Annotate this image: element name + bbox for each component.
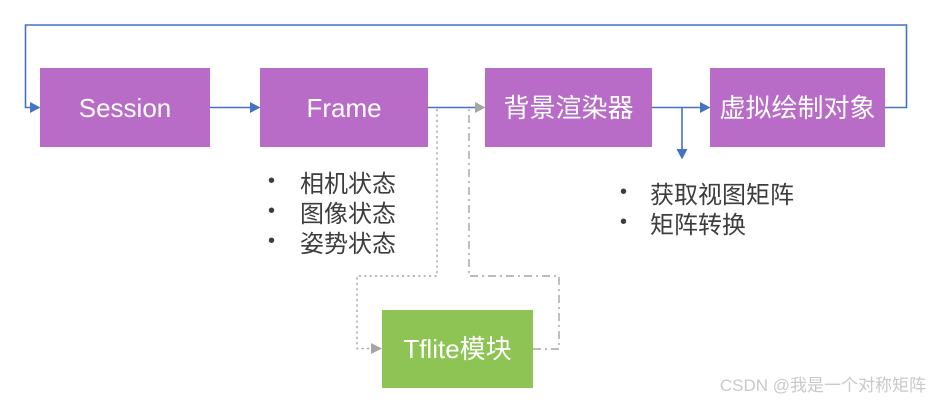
bullet-icon xyxy=(268,170,300,193)
node-tflite-module-label: Tflite模块 xyxy=(403,334,512,364)
bullet-icon xyxy=(620,181,650,204)
bullet-icon xyxy=(268,230,300,253)
feedback-loop-connector xyxy=(24,24,908,109)
node-tflite-module: Tflite模块 xyxy=(382,310,533,388)
list-item-label: 获取视图矩阵 xyxy=(650,181,794,209)
node-session-label: Session xyxy=(78,92,172,123)
list-item-label: 相机状态 xyxy=(300,170,396,198)
node-background-renderer: 背景渲染器 xyxy=(485,68,652,147)
list-item: 相机状态 xyxy=(268,166,396,198)
arrowhead-into-frame-icon xyxy=(250,102,261,113)
arrowhead-into-session-icon xyxy=(30,102,41,113)
list-item-label: 图像状态 xyxy=(300,200,396,228)
arrowhead-into-virtual-icon xyxy=(700,102,711,113)
arrowhead-into-renderer-icon xyxy=(475,102,486,113)
list-item: 图像状态 xyxy=(268,196,396,228)
node-virtual-draw-object-label: 虚拟绘制对象 xyxy=(719,92,876,123)
node-background-renderer-label: 背景渲染器 xyxy=(503,92,634,123)
bullet-icon xyxy=(268,200,300,223)
virtual-object-steps-list: 获取视图矩阵 矩阵转换 xyxy=(620,177,794,239)
arrowhead-into-tflite-icon xyxy=(371,343,382,354)
frame-states-list: 相机状态 图像状态 姿势状态 xyxy=(268,166,396,258)
node-session: Session xyxy=(40,68,210,147)
watermark: CSDN @我是一个对称矩阵 xyxy=(719,376,926,395)
list-item-label: 姿势状态 xyxy=(300,230,396,258)
list-item-label: 矩阵转换 xyxy=(650,211,746,239)
bullet-icon xyxy=(620,211,650,234)
node-frame-label: Frame xyxy=(306,92,382,123)
node-frame: Frame xyxy=(260,68,428,147)
node-virtual-draw-object: 虚拟绘制对象 xyxy=(710,68,885,147)
frame-to-tflite-dashed-connector xyxy=(356,109,438,350)
arrowhead-down-to-list-icon xyxy=(676,149,688,160)
list-item: 获取视图矩阵 xyxy=(620,177,794,209)
list-item: 矩阵转换 xyxy=(620,207,794,239)
list-item: 姿势状态 xyxy=(268,226,396,258)
